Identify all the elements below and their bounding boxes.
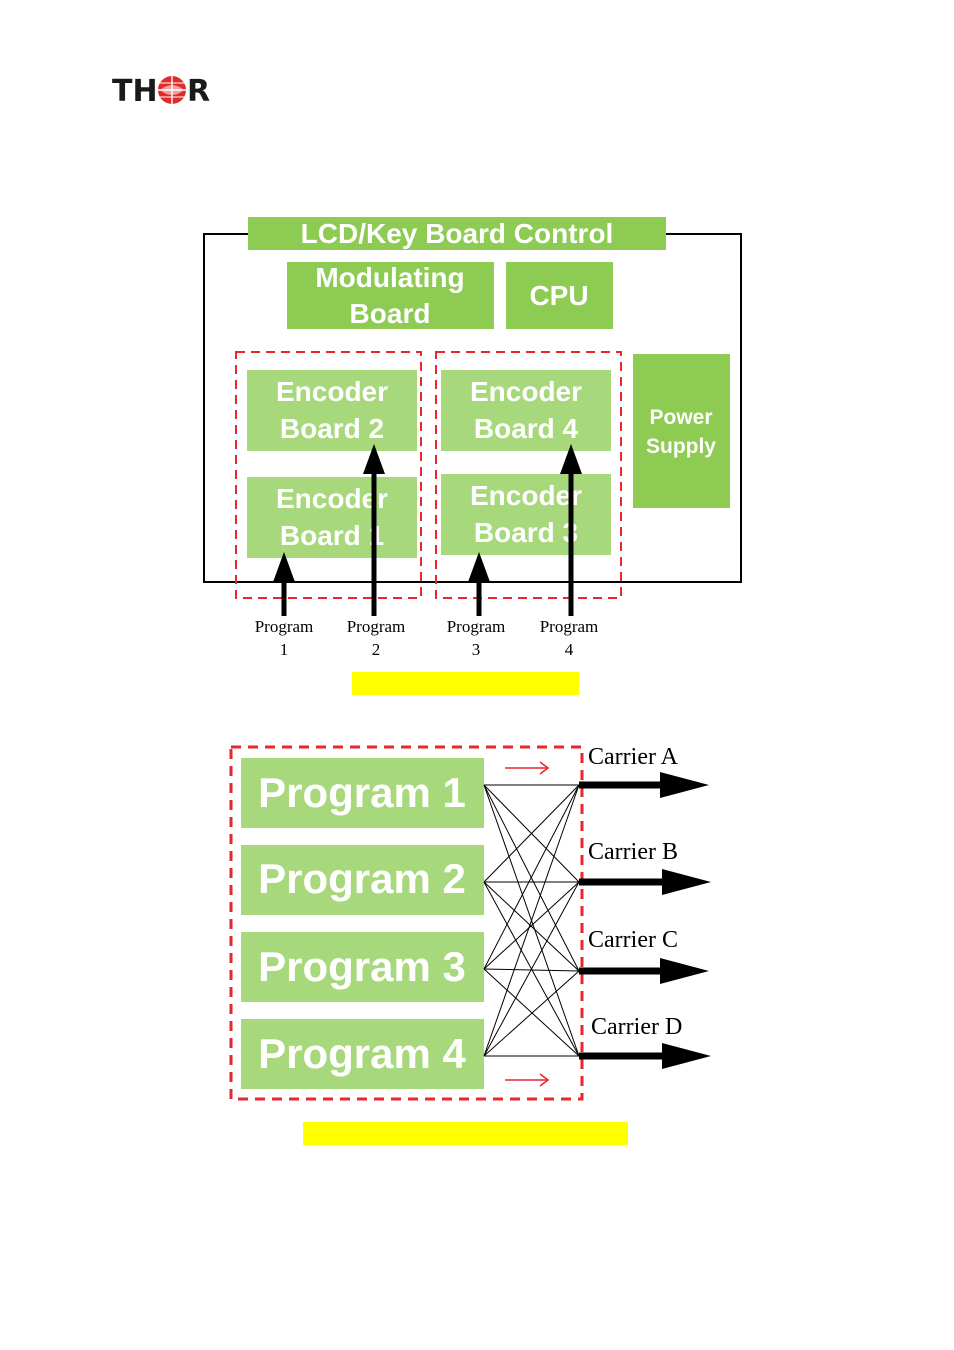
mesh-line-p2-c1 (483, 784, 580, 883)
program-box-2 (241, 845, 484, 915)
program-box-3-label: Program 3 (258, 943, 466, 990)
encoder-board-3-label-1: Encoder (470, 480, 582, 511)
bottom-diagram: Program 1 Program 2 Program 3 Program 4 … (229, 744, 711, 1145)
encoder-board-2-label-2: Board 2 (280, 413, 384, 444)
carrier-a-head (660, 772, 709, 798)
encoder-board-1-label-1: Encoder (276, 483, 388, 514)
power-supply-box (633, 354, 730, 508)
carrier-c-label: Carrier C (588, 927, 678, 953)
program-1-label-1: Program (255, 617, 314, 636)
modulating-board-label-2: Board (350, 298, 431, 329)
globe-icon (158, 76, 186, 104)
mesh-line-p2-c3 (483, 881, 580, 972)
carrier-d-label: Carrier D (591, 1014, 682, 1040)
encoder-board-4-label-2: Board 4 (474, 413, 579, 444)
encoder-board-3-label-2: Board 3 (474, 517, 578, 548)
top-diagram: LCD/Key Board Control Modulating Board C… (203, 217, 742, 695)
mesh-line-p3-c1 (483, 784, 580, 970)
mesh-line-p3-c2 (483, 881, 580, 970)
power-supply-label-2: Supply (646, 435, 716, 458)
program-2-label-2: 2 (372, 640, 381, 659)
mesh-line-p4-c2 (483, 881, 580, 1057)
encoder-board-4-label-1: Encoder (470, 376, 582, 407)
lcd-control-label: LCD/Key Board Control (301, 218, 614, 249)
encoder-board-2 (247, 370, 417, 451)
caption-highlight-1 (352, 672, 579, 695)
thor-logo: TH R (112, 70, 232, 110)
program-1-label-2: 1 (280, 640, 289, 659)
power-supply-label-1: Power (649, 406, 712, 429)
program-box-1-label: Program 1 (258, 769, 466, 816)
carrier-b-head (662, 869, 711, 895)
carrier-a-label: Carrier A (588, 744, 679, 770)
program-4-label-1: Program (540, 617, 599, 636)
carrier-d-head (662, 1043, 711, 1069)
red-flow-arrow-top (505, 761, 550, 775)
carrier-c-head (660, 958, 709, 984)
program-box-4 (241, 1019, 484, 1089)
logo-text-th: TH (112, 74, 158, 109)
program-3-label-1: Program (447, 617, 506, 636)
program-2-label-1: Program (347, 617, 406, 636)
program-input-arrows (273, 444, 582, 616)
mesh-line-p4-c1 (483, 784, 580, 1057)
red-flow-arrow-bottom (505, 1073, 550, 1087)
program-box-3 (241, 932, 484, 1002)
arrow-program-4-head (560, 444, 582, 474)
logo-text-r: R (187, 74, 210, 109)
encoder-board-2-label-1: Encoder (276, 376, 388, 407)
mesh-line-p3-c4 (483, 968, 580, 1057)
arrow-program-1-head (273, 552, 295, 582)
program-box-2-label: Program 2 (258, 855, 466, 902)
arrow-program-3-head (468, 552, 490, 582)
crossbar-mesh (483, 784, 580, 1057)
program-group-outline (229, 745, 584, 1101)
encoder-group-right (435, 351, 622, 599)
encoder-board-4 (441, 370, 611, 451)
arrow-program-2-head (363, 444, 385, 474)
program-box-1 (241, 758, 484, 828)
cpu-box (506, 262, 613, 329)
carrier-b-label: Carrier B (588, 839, 678, 865)
program-4-label-2: 4 (565, 640, 574, 659)
caption-highlight-2 (303, 1122, 628, 1145)
mesh-line-p4-c3 (483, 970, 580, 1057)
carrier-output-arrows (579, 772, 711, 1069)
modulating-board-label-1: Modulating (315, 262, 464, 293)
program-box-4-label: Program 4 (258, 1030, 466, 1077)
program-3-label-2: 3 (472, 640, 481, 659)
encoder-board-1 (247, 477, 417, 558)
lcd-control-box (248, 217, 666, 250)
encoder-board-3 (441, 474, 611, 555)
encoder-board-1-label-2: Board 1 (280, 520, 384, 551)
cpu-label: CPU (529, 280, 588, 311)
modulating-board-box (287, 262, 494, 329)
encoder-group-left (235, 351, 422, 599)
